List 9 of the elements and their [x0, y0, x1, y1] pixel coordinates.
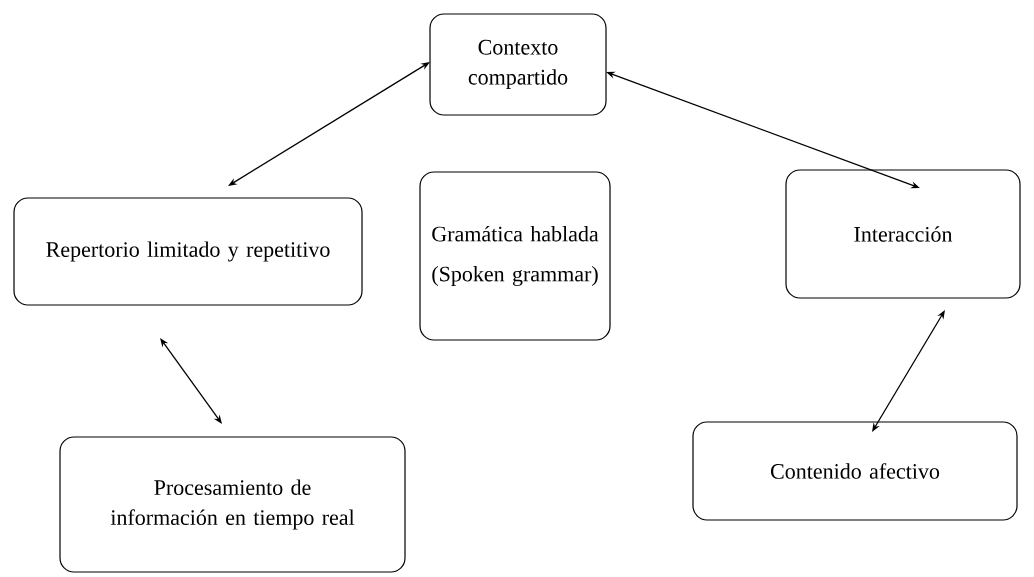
concept-box: Contexto compartido [429, 13, 607, 116]
concept-box: Procesamiento de información en tiempo real [59, 436, 406, 573]
concept-box: Interacción [785, 169, 1021, 299]
double-arrow [160, 338, 222, 424]
double-arrow [872, 310, 945, 432]
double-arrow [228, 62, 430, 186]
concept-box: Repertorio limitado y repetitivo [13, 197, 363, 306]
concept-box: Contenido afectivo [692, 421, 1018, 521]
concept-box: Gramática hablada (Spoken grammar) [419, 171, 611, 341]
